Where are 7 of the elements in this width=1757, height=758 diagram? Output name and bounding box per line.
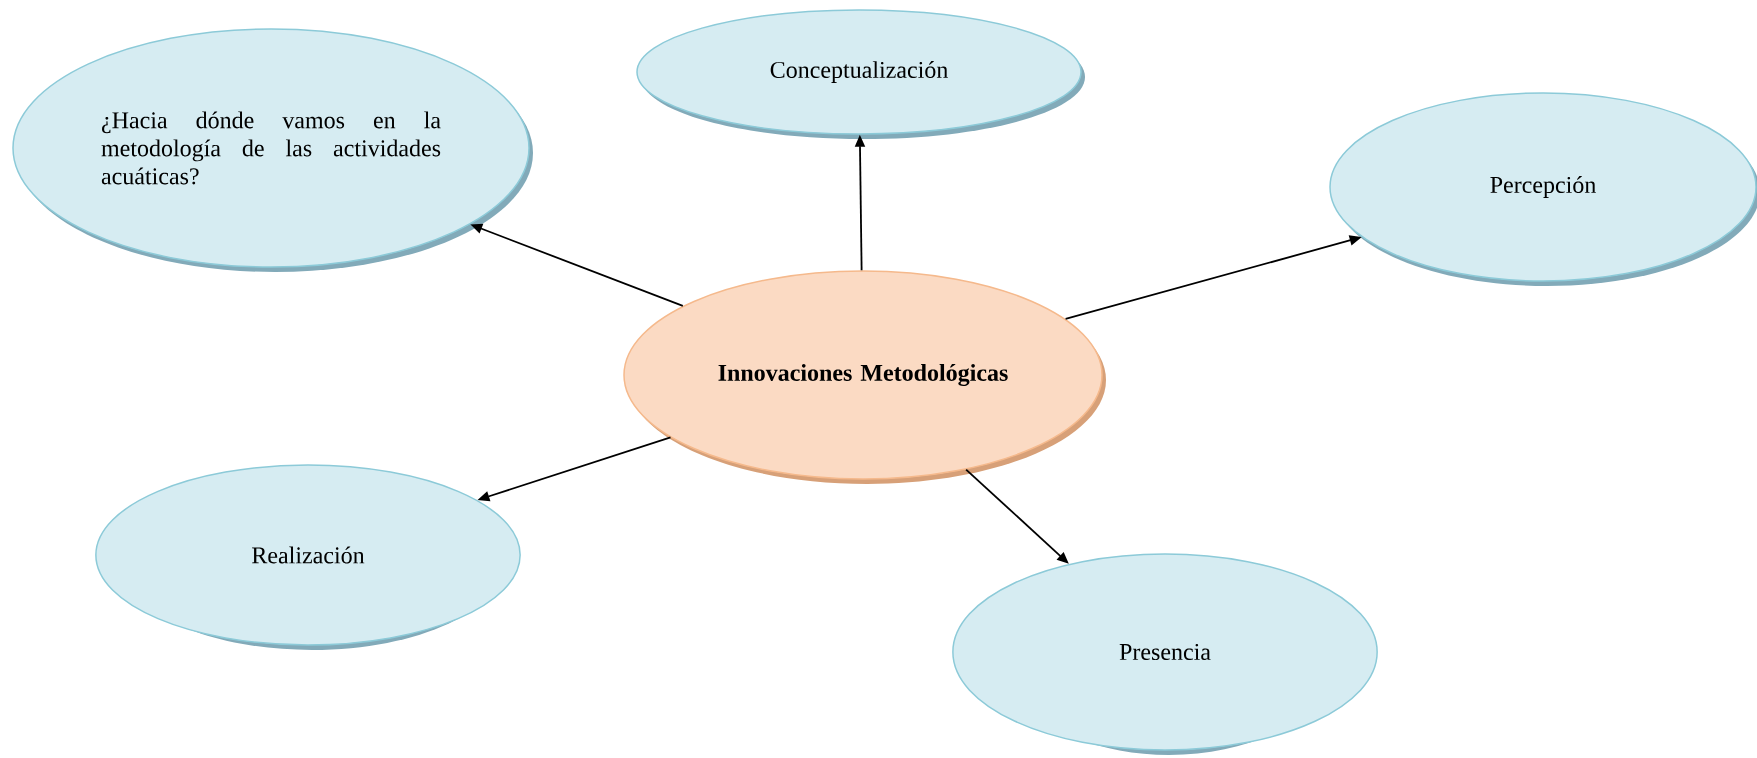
- ellipse-node: Innovaciones Metodológicas: [623, 270, 1106, 484]
- ellipse-node: Percepción: [1329, 92, 1757, 286]
- ellipse-node: Presencia: [952, 553, 1378, 755]
- ellipse-node: Conceptualización: [636, 9, 1085, 139]
- ellipse-node: ¿Hacia dónde vamos en la metodología de las actividades acuáticas?: [12, 28, 533, 272]
- arrow: [965, 468, 1069, 564]
- ellipse-node: Realización: [95, 464, 521, 650]
